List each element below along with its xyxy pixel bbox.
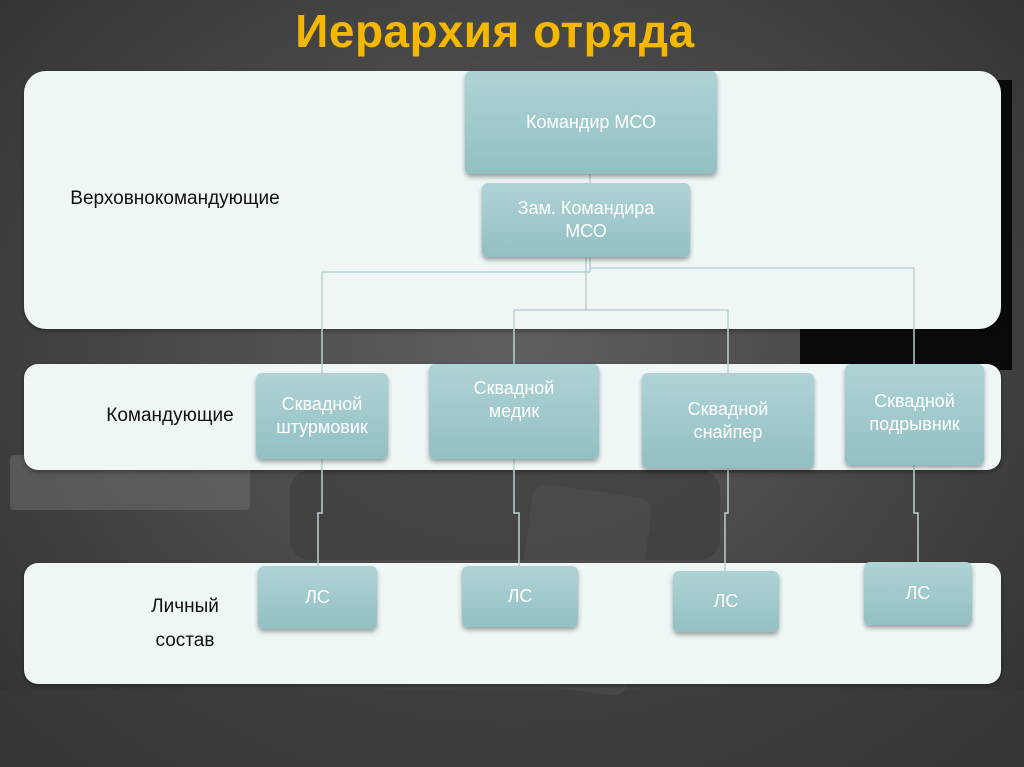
page-title: Иерархия отряда (295, 5, 695, 57)
node-ls-medic: ЛС (462, 566, 578, 627)
connector-demolisher-ls (913, 465, 919, 562)
connector-sniper-ls (724, 468, 729, 571)
tier-label-middle: Командующие (106, 405, 234, 426)
node-deputy-commander: Зам. Командира МСО (482, 183, 690, 257)
background-pistol-body (290, 470, 720, 560)
node-squad-medic: Сквадной медик (429, 364, 599, 459)
node-commander: Командир МСО (465, 71, 717, 174)
tier-label-top: Верховнокомандующие (70, 188, 280, 209)
node-ls-stormtrooper: ЛС (258, 566, 377, 629)
background-band (0, 690, 1024, 767)
node-squad-sniper: Сквадной снайпер (642, 373, 814, 468)
node-squad-stormtrooper: Сквадной штурмовик (256, 373, 388, 459)
node-ls-sniper: ЛС (673, 571, 779, 632)
tier-label-bottom: Личный состав (151, 596, 219, 651)
node-squad-demolisher: Сквадной подрывник (845, 364, 984, 465)
node-ls-demolisher: ЛС (864, 562, 972, 625)
